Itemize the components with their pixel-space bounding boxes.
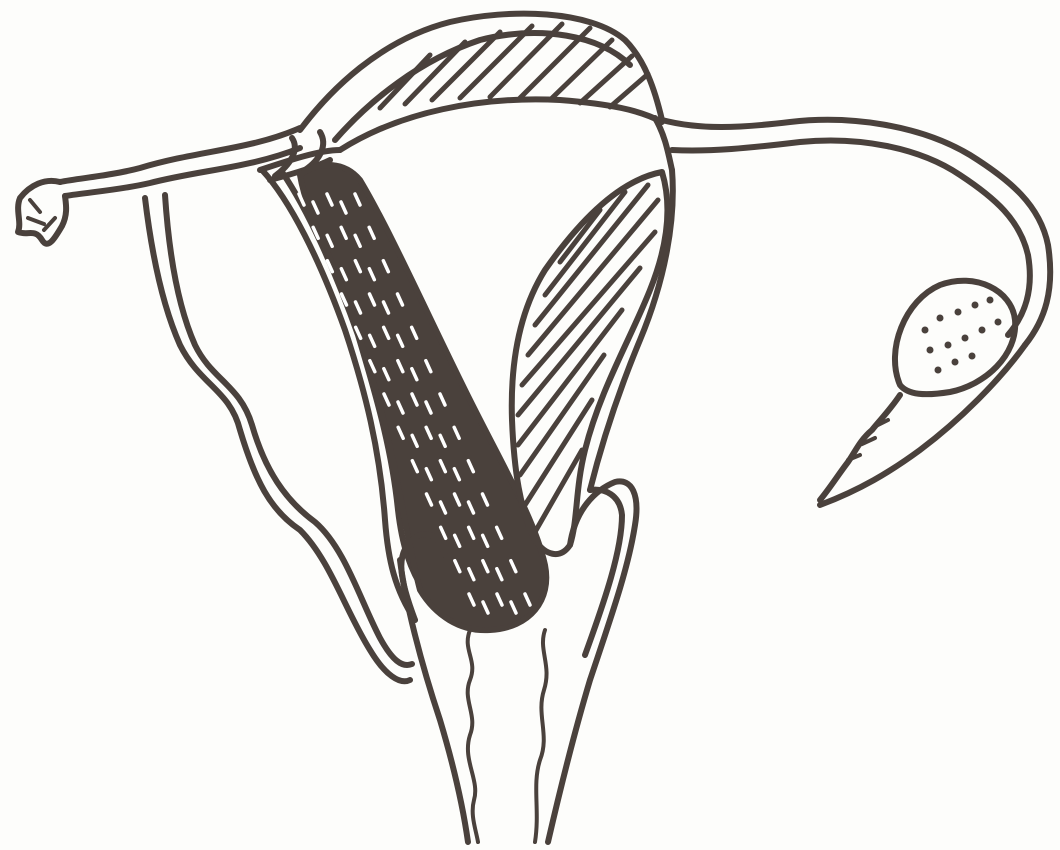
ovary-follicle-dot xyxy=(945,342,952,349)
ovary-follicle-dot xyxy=(955,309,962,316)
ovary-follicle-dot xyxy=(972,302,979,309)
cervical-canal xyxy=(468,630,547,842)
ovary-follicle-dot xyxy=(935,367,942,374)
right-fallopian-tube xyxy=(662,120,1050,345)
ovary-follicle-dot xyxy=(952,359,959,366)
ovary-follicle-dot xyxy=(922,327,929,334)
ovary-follicle-dot xyxy=(979,327,986,334)
ovary-follicle-dot xyxy=(937,315,944,322)
ovary-follicle-dot xyxy=(969,353,976,360)
left-fimbriae xyxy=(18,181,66,244)
ovary-follicle-dot xyxy=(987,297,994,304)
left-fallopian-tube xyxy=(60,128,300,196)
ovary-follicle-dot xyxy=(962,335,969,342)
ovary-follicle-dot xyxy=(927,347,934,354)
uterine-fundus-hatched xyxy=(300,14,662,150)
ovary-follicle-dot xyxy=(995,319,1002,326)
